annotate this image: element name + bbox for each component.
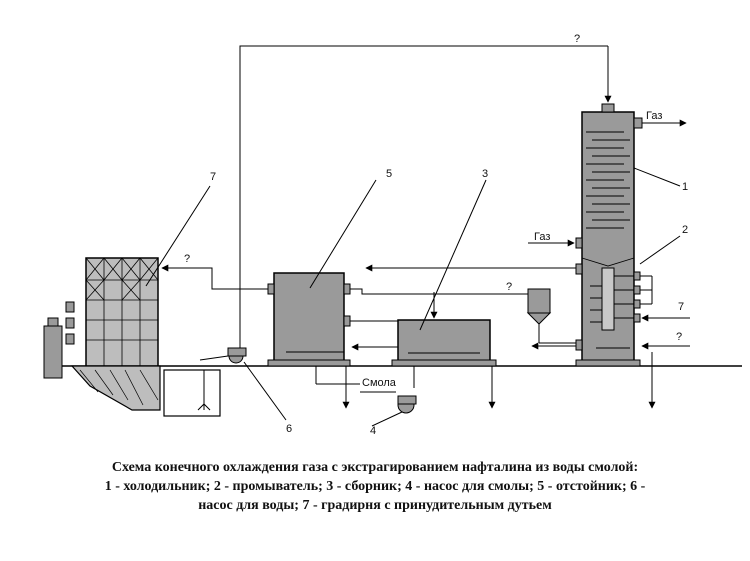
label-1: 1 <box>682 181 688 193</box>
label-resin: Смола <box>362 377 397 389</box>
label-7-right: 7 <box>678 301 684 313</box>
label-q-top: ? <box>574 33 580 45</box>
label-6: 6 <box>286 423 292 435</box>
settler <box>267 272 351 367</box>
label-q-right: ? <box>676 331 682 343</box>
label-5: 5 <box>386 168 392 180</box>
label-gas-out: Газ <box>646 110 662 122</box>
separator <box>526 288 578 344</box>
label-7: 7 <box>210 171 216 183</box>
label-q-tower: ? <box>184 253 190 265</box>
process-diagram: 7 5 3 1 2 6 4 Газ Газ Смола ? ? ? 7 ? <box>43 33 742 437</box>
water-pump <box>227 347 247 364</box>
caption-line-3: насос для воды; 7 - градирня с принудите… <box>198 498 552 513</box>
cooling-tower <box>43 257 221 417</box>
label-2: 2 <box>682 224 688 236</box>
caption-line-1: Схема конечного охлаждения газа с экстра… <box>111 460 639 475</box>
label-3: 3 <box>482 168 488 180</box>
piping <box>145 45 690 427</box>
caption-line-2: 1 - холодильник; 2 - промыватель; 3 - сб… <box>104 479 646 494</box>
figure-caption: Схема конечного охлаждения газа с экстра… <box>20 458 730 515</box>
resin-pump <box>397 395 417 414</box>
label-4: 4 <box>370 425 376 437</box>
label-gas-in: Газ <box>534 231 550 243</box>
cooler-column <box>575 103 643 367</box>
label-q-mid: ? <box>506 281 512 293</box>
collector <box>391 319 497 367</box>
